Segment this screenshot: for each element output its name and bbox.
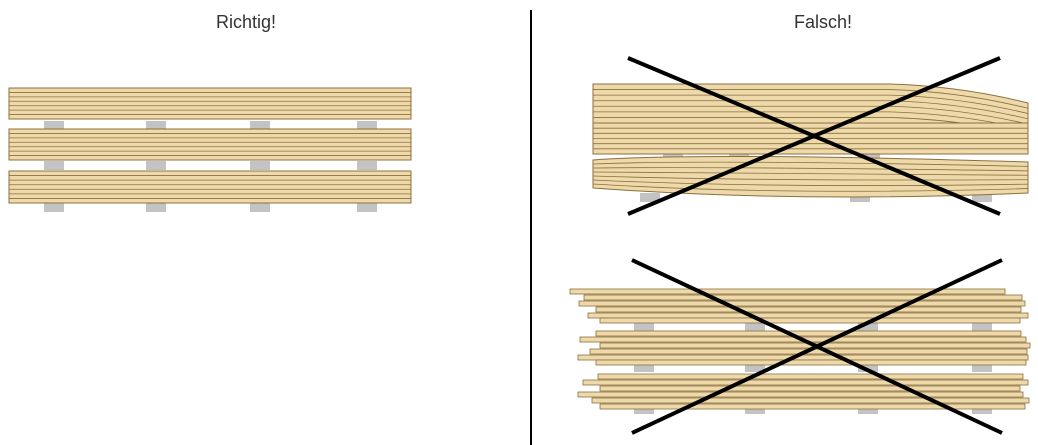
board-plank (583, 380, 1028, 385)
board-plank (600, 404, 1025, 409)
board-plank (584, 295, 1022, 300)
board-plank (579, 301, 1025, 306)
board-plank (598, 374, 1023, 379)
spacer-block (44, 203, 64, 212)
spacer-block (146, 161, 166, 170)
spacer-block (250, 161, 270, 170)
wrong-stack-misaligned (570, 260, 1030, 433)
spacer-block (146, 203, 166, 212)
board-plank (600, 386, 1020, 391)
wrong-stack-warped (593, 58, 1028, 214)
board-plank (588, 313, 1028, 318)
board-plank (596, 331, 1021, 336)
board-plank (592, 398, 1029, 403)
board-plank (578, 392, 1023, 397)
board-plank (596, 307, 1021, 312)
board-plank (600, 318, 1020, 323)
spacer-block (357, 161, 377, 170)
board-plank (596, 360, 1026, 365)
spacer-block (357, 203, 377, 212)
spacer-block (250, 203, 270, 212)
spacer-block (44, 161, 64, 170)
correct-stack (9, 88, 411, 212)
board-plank (578, 355, 1028, 360)
